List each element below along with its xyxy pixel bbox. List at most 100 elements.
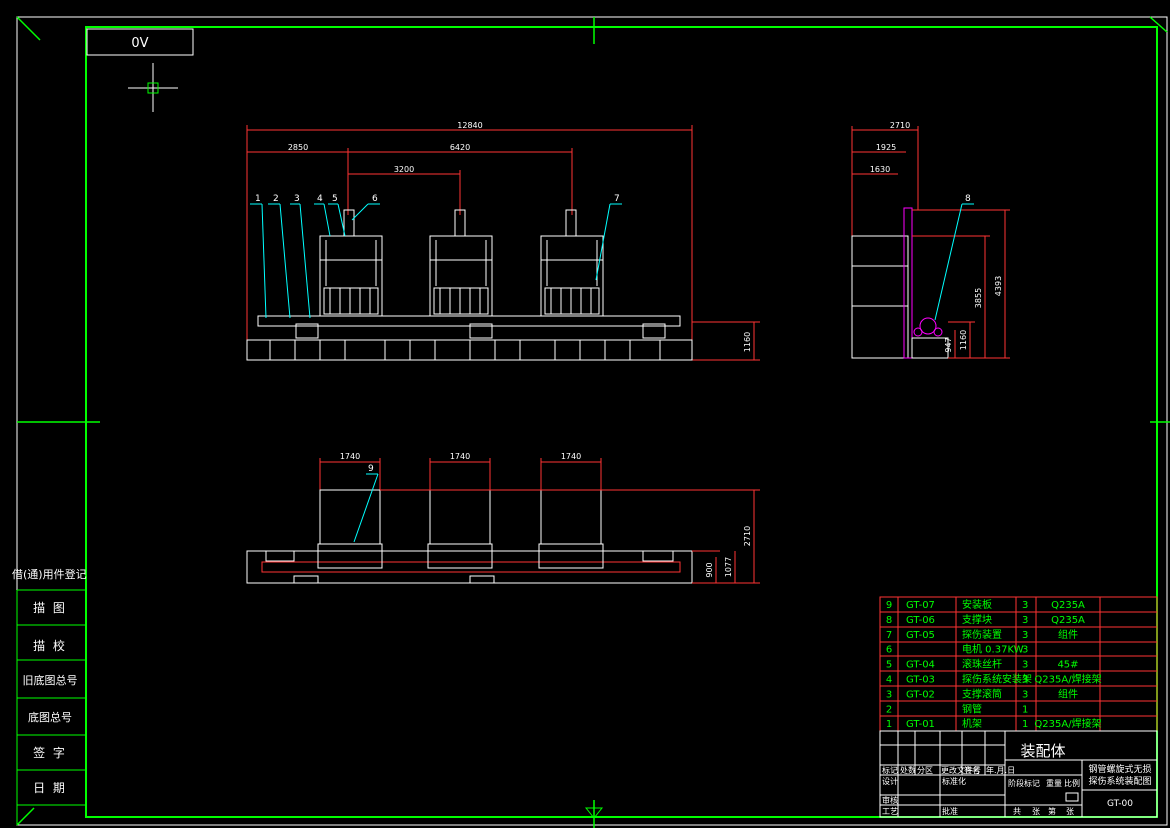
sidebar-row-3: 旧底图总号 <box>23 673 78 687</box>
bom-cell-name: 安装板 <box>962 598 992 611</box>
assembly-title: 装配体 <box>1020 742 1065 760</box>
left-sidebar: 借(通)用件登记 描 图 描 校 旧底图总号 底图总号 签 字 日 期 <box>12 567 87 825</box>
steel-pipe <box>257 315 681 327</box>
front-view: 12840 2850 6420 3200 1160 <box>246 121 760 361</box>
side-view: 2710 1925 1630 4393 3855 1160 947 8 <box>851 121 1010 359</box>
bom-grid <box>880 597 1157 731</box>
bom-cell-name: 滚珠丝杆 <box>962 658 1002 671</box>
tb-label-zone: 分区 <box>917 766 933 775</box>
bom-cell-code: GT-07 <box>906 600 935 611</box>
bom-cell-qty: 3 <box>1022 615 1028 626</box>
tb-label-count: 处数 <box>900 765 916 775</box>
side-dim-h3: 1160 <box>959 330 968 350</box>
tb-approve: 批准 <box>942 806 958 816</box>
side-dim-w3: 1630 <box>870 165 890 174</box>
drawing-title-1: 钢管螺旋式无损 <box>1088 763 1151 775</box>
dim-height: 1160 <box>743 332 752 352</box>
corner-mark-tl <box>16 16 41 41</box>
tb-of: 第 <box>1048 806 1056 816</box>
bom-cell-mat: Q235A <box>1051 615 1085 626</box>
projection-symbol-icon <box>1065 792 1079 802</box>
side-housing <box>851 235 909 359</box>
top-dim-2: 1740 <box>450 452 470 461</box>
outer-frame <box>16 16 1168 826</box>
bom-cell-name: 钢管 <box>962 702 982 715</box>
tb-label-mark: 标记 <box>882 765 898 775</box>
tb-scale: 比例 <box>1064 778 1080 788</box>
tb-review: 审核 <box>882 795 898 805</box>
title-grid <box>880 731 1157 817</box>
title-border <box>879 730 1158 818</box>
bom-table <box>879 596 1158 732</box>
top-dim-h1: 2710 <box>743 526 752 546</box>
bom-cell-no: 7 <box>886 630 892 641</box>
top-dim-1: 1740 <box>340 452 360 461</box>
part-label-1: 1 <box>255 194 261 204</box>
drawing-title-2: 探伤系统装配图 <box>1088 775 1151 787</box>
part-label-7: 7 <box>614 194 620 204</box>
side-pipe-section <box>919 317 937 335</box>
side-dim-w1: 2710 <box>890 121 910 130</box>
side-dim-w2: 1925 <box>876 143 896 152</box>
corner-mark-bl <box>16 807 35 826</box>
register-label: 借(通)用件登记 <box>12 567 87 581</box>
bom-cell-code: GT-01 <box>906 719 935 730</box>
bom-cell-name: 探伤系统安装架 <box>962 673 1032 686</box>
bom-cell-qty: 3 <box>1022 645 1028 656</box>
dim-total: 12840 <box>457 121 482 130</box>
tb-label-change: 更改文件号 <box>941 765 981 775</box>
side-dim-h2: 3855 <box>974 288 983 308</box>
sidebar-row-4: 底图总号 <box>28 710 72 724</box>
title-block: 装配体 钢管螺旋式无损 探伤系统装配图 GT-00 标记 处数 分区 更改文件号… <box>879 730 1158 818</box>
dim-left: 2850 <box>288 143 308 152</box>
bom-cell-name: 支撑块 <box>962 613 992 626</box>
bom-cell-code: GT-04 <box>906 660 935 671</box>
bom-cell-name: 电机 0.37KW <box>962 643 1024 656</box>
part-label-8: 8 <box>965 194 971 204</box>
bom-cell-mat: 组件 <box>1058 628 1078 641</box>
dim-inner: 3200 <box>394 165 414 174</box>
bom-cell-qty: 3 <box>1022 675 1028 686</box>
bom-cell-no: 8 <box>886 615 892 626</box>
bom-cell-no: 5 <box>886 660 892 671</box>
top-view: 1740 1740 1740 2710 1077 900 9 <box>246 452 760 584</box>
sidebar-row-1: 描 图 <box>33 601 67 615</box>
tb-weight: 重量 <box>1046 778 1062 788</box>
roller-1 <box>295 323 319 339</box>
bom-cell-mat: Q235A <box>1051 600 1085 611</box>
part-label-2: 2 <box>273 194 279 204</box>
tb-standard: 标准化 <box>942 776 966 786</box>
part-label-9: 9 <box>368 464 374 474</box>
top-unit-1 <box>319 489 381 545</box>
bom-cell-code: GT-06 <box>906 615 935 626</box>
bom-cell-no: 9 <box>886 600 892 611</box>
bom-cell-qty: 3 <box>1022 660 1028 671</box>
side-ball-screw <box>903 207 913 359</box>
tb-stage: 阶段标记 <box>1008 778 1040 788</box>
bom-cell-mat: 组件 <box>1058 687 1078 700</box>
top-pipe <box>261 561 681 573</box>
tb-sheet: 张 <box>1032 807 1040 816</box>
tb-design: 设计 <box>882 776 898 786</box>
inspection-unit-3 <box>540 209 604 317</box>
top-dim-3: 1740 <box>561 452 581 461</box>
direction-mark-icon <box>584 807 604 819</box>
inspection-unit-1 <box>319 209 383 317</box>
part-leaders <box>250 203 622 319</box>
part-label-5: 5 <box>332 194 338 204</box>
bom-cell-code: GT-02 <box>906 689 935 700</box>
bom-cell-name: 机架 <box>962 717 982 730</box>
side-base <box>911 337 949 359</box>
tb-label-date: 年.月.日 <box>986 765 1015 775</box>
roller-2 <box>469 323 493 339</box>
top-unit-2 <box>429 489 491 545</box>
bom-cell-code: GT-03 <box>906 675 935 686</box>
base-frame-ribs <box>269 340 661 360</box>
bom-cell-qty: 3 <box>1022 600 1028 611</box>
bom-cell-code: GT-05 <box>906 630 935 641</box>
side-dim-h4: 947 <box>944 337 953 352</box>
tb-total: 共 <box>1013 807 1021 816</box>
tb-sheet2: 张 <box>1066 807 1074 816</box>
bom-cell-mat: Q235A/焊接架 <box>1034 673 1101 686</box>
